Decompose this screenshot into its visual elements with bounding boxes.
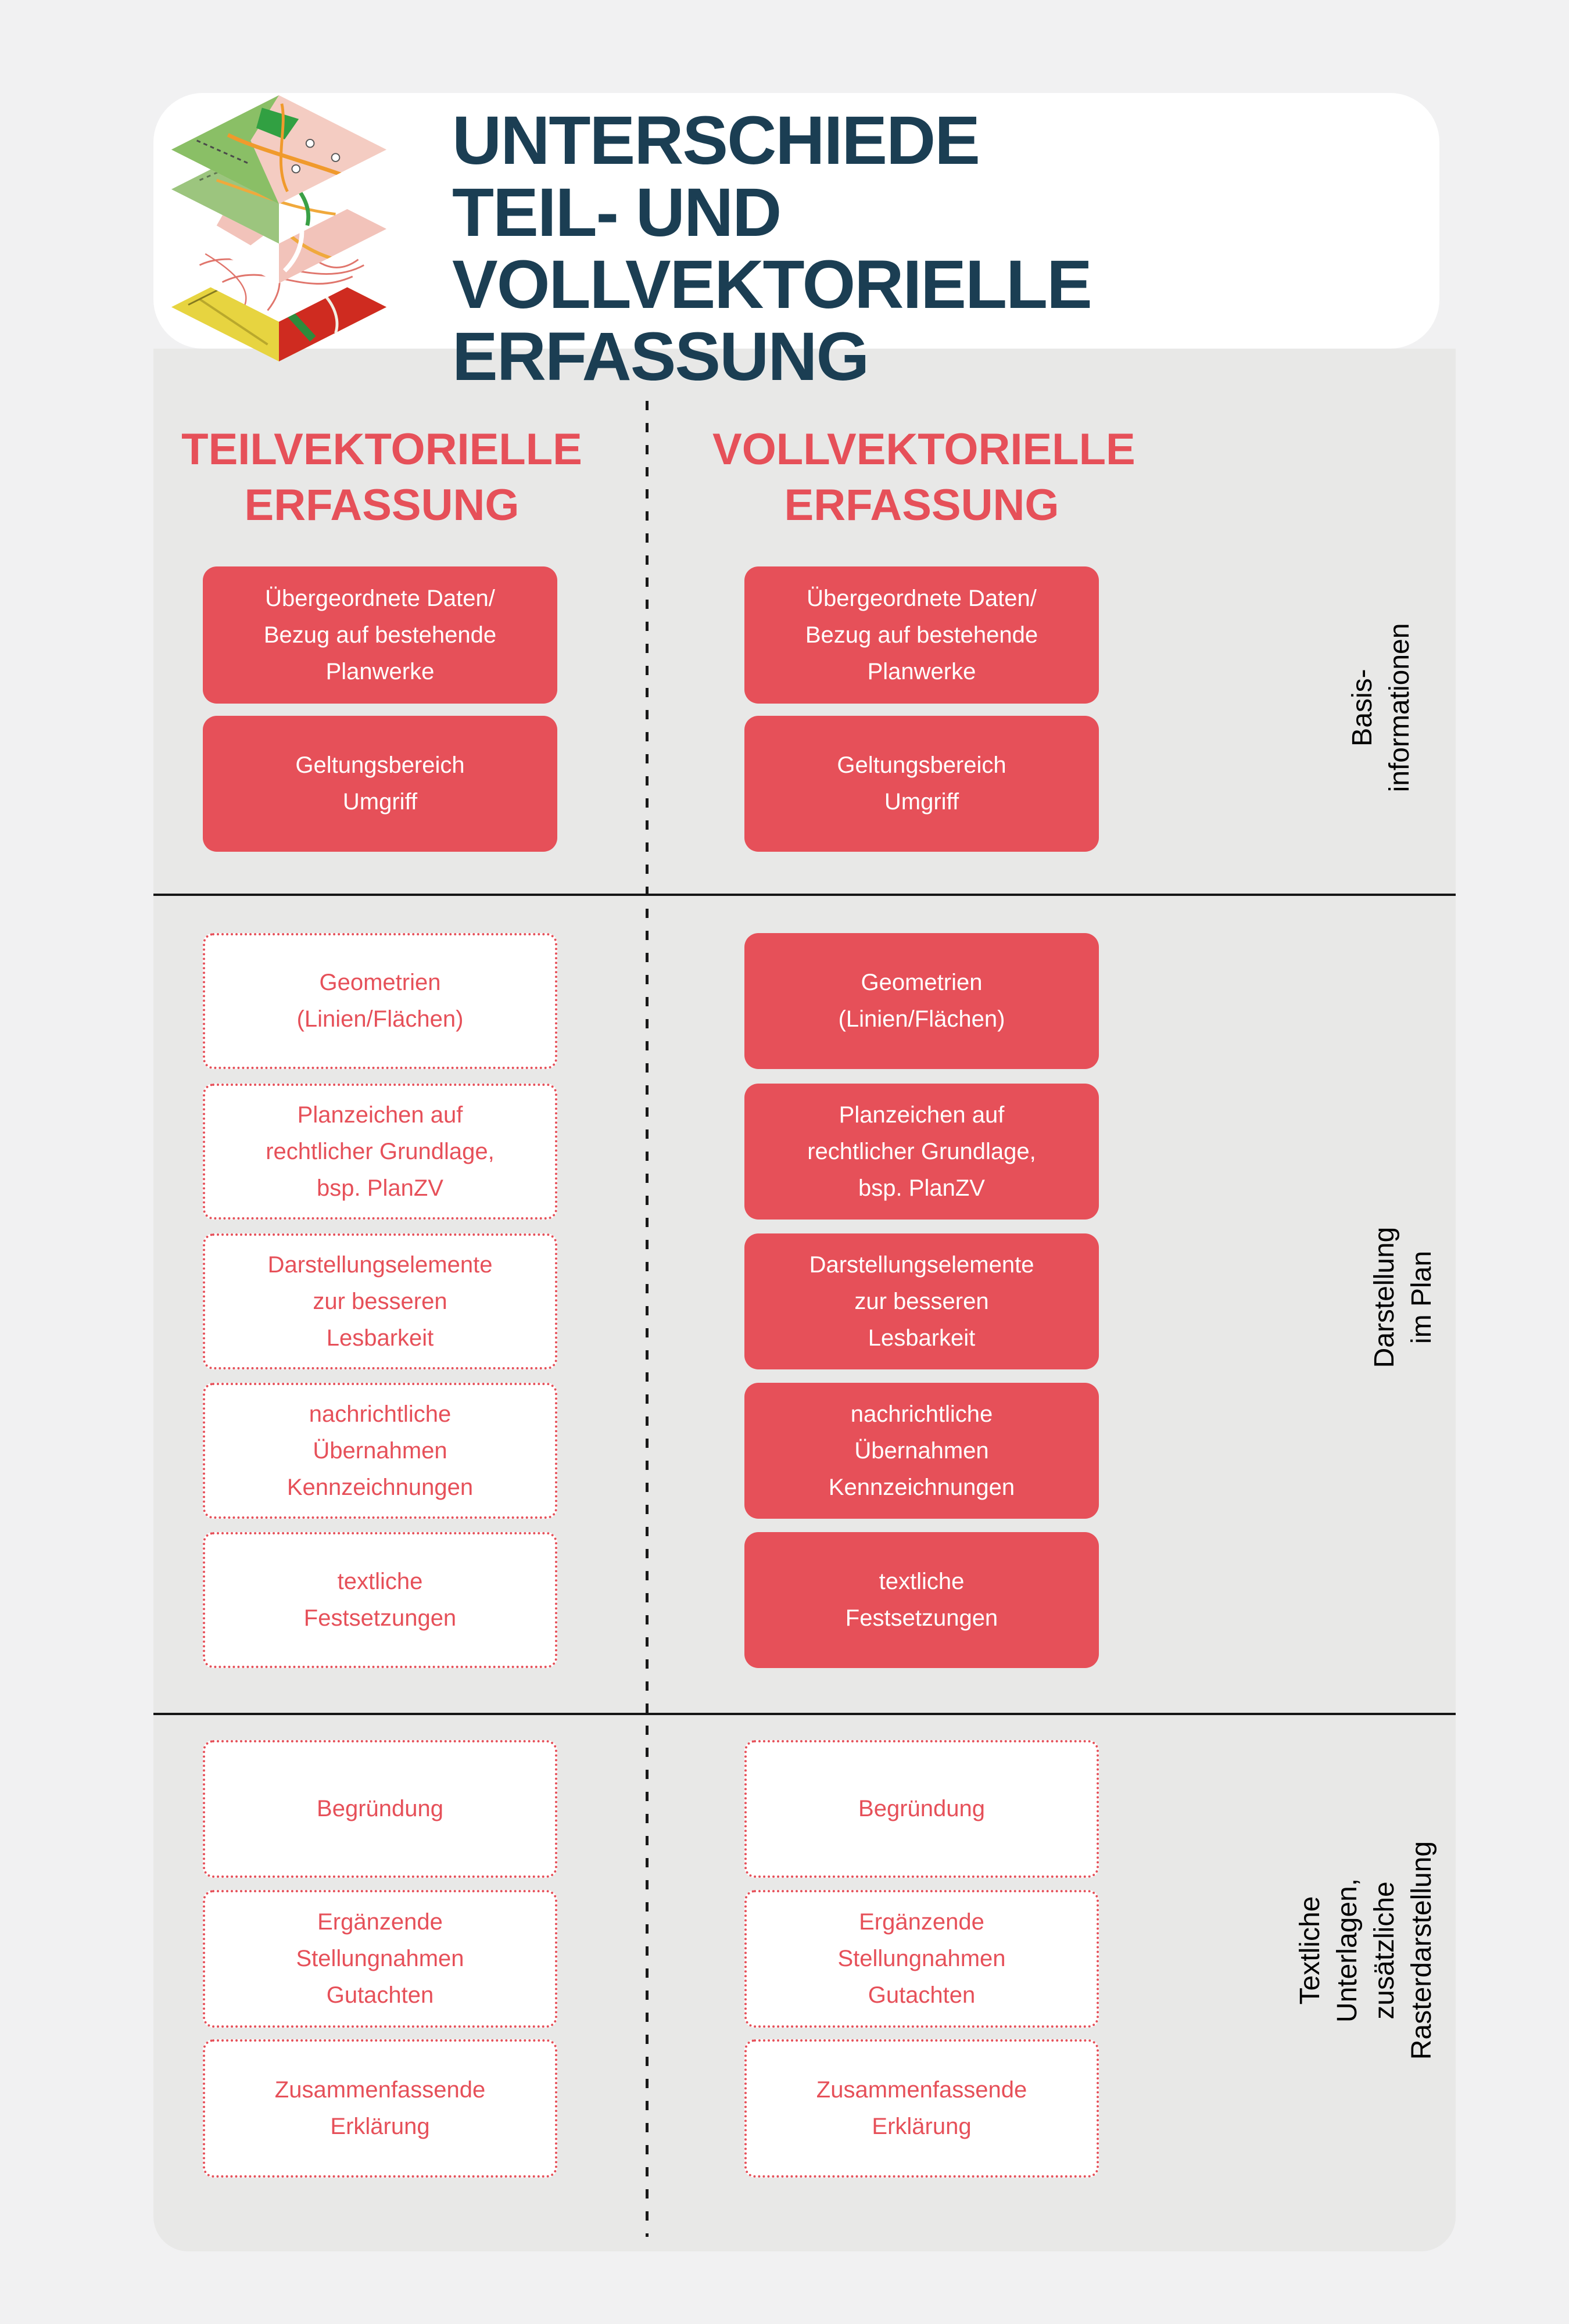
- section-divider-line-2: [153, 1713, 1456, 1715]
- side-label-basisinformationen: Basis- informationen: [1347, 623, 1415, 792]
- box-voll-zusammenfassende-erklaerung: Zusammenfassende Erklärung: [744, 2039, 1099, 2178]
- box-voll-geometrien: Geometrien (Linien/Flächen): [744, 933, 1099, 1069]
- box-teil-uebergeordnete-daten: Übergeordnete Daten/ Bezug auf bestehend…: [203, 566, 557, 704]
- box-teil-geometrien: Geometrien (Linien/Flächen): [203, 933, 557, 1069]
- box-voll-planzeichen: Planzeichen auf rechtlicher Grundlage, b…: [744, 1084, 1099, 1220]
- box-teil-ergaenzende-stellungnahmen: Ergänzende Stellungnahmen Gutachten: [203, 1890, 557, 2028]
- box-teil-begruendung: Begründung: [203, 1740, 557, 1878]
- box-teil-zusammenfassende-erklaerung: Zusammenfassende Erklärung: [203, 2039, 557, 2178]
- layered-maps-icon: [171, 95, 387, 362]
- box-teil-nachrichtliche-uebernahmen: nachrichtliche Übernahmen Kennzeichnunge…: [203, 1383, 557, 1519]
- box-teil-planzeichen: Planzeichen auf rechtlicher Grundlage, b…: [203, 1084, 557, 1220]
- box-voll-ergaenzende-stellungnahmen: Ergänzende Stellungnahmen Gutachten: [744, 1890, 1099, 2028]
- column-heading-teilvektoriell: TEILVEKTORIELLE ERFASSUNG: [181, 425, 582, 530]
- box-teil-darstellungselemente: Darstellungselemente zur besseren Lesbar…: [203, 1233, 557, 1369]
- map-layer-fnp: [171, 95, 387, 205]
- side-label-darstellung-im-plan: Darstellung im Plan: [1369, 1226, 1437, 1368]
- column-divider-dashed-line: [646, 401, 649, 2237]
- box-voll-darstellungselemente: Darstellungselemente zur besseren Lesbar…: [744, 1233, 1099, 1369]
- box-teil-geltungsbereich: Geltungsbereich Umgriff: [203, 716, 557, 852]
- box-voll-begruendung: Begründung: [744, 1740, 1099, 1878]
- side-label-textliche-unterlagen: Textliche Unterlagen, zusätzliche Raster…: [1295, 1841, 1437, 2060]
- box-teil-textliche-festsetzungen: textliche Festsetzungen: [203, 1532, 557, 1668]
- box-voll-textliche-festsetzungen: textliche Festsetzungen: [744, 1532, 1099, 1668]
- column-heading-vollvektoriell: VOLLVEKTORIELLE ERFASSUNG: [712, 425, 1135, 530]
- box-voll-uebergeordnete-daten: Übergeordnete Daten/ Bezug auf bestehend…: [744, 566, 1099, 704]
- box-voll-nachrichtliche-uebernahmen: nachrichtliche Übernahmen Kennzeichnunge…: [744, 1383, 1099, 1519]
- box-voll-geltungsbereich: Geltungsbereich Umgriff: [744, 716, 1099, 852]
- section-divider-line-1: [153, 894, 1456, 896]
- page-title: UNTERSCHIEDE TEIL- UND VOLLVEKTORIELLE E…: [452, 102, 1092, 395]
